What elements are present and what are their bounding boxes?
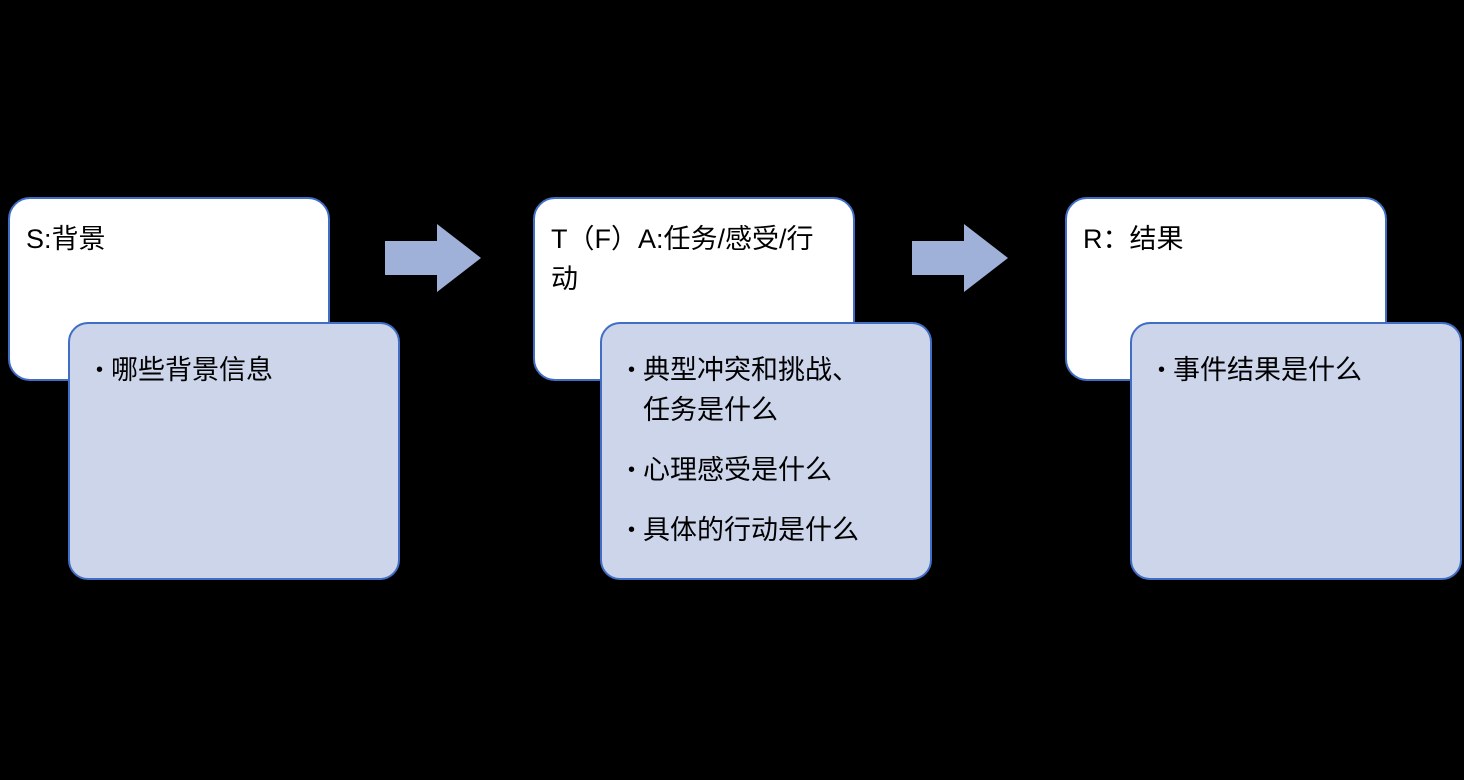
list-item: • 心理感受是什么 [628,450,882,490]
bullet-icon: • [96,359,104,381]
stage-title-result: R：结果 [1083,224,1184,254]
list-item: • 哪些背景信息 [96,350,350,390]
stage-title-situation: S:背景 [26,224,106,254]
bullet-text: 事件结果是什么 [1173,355,1363,385]
bullet-text: 心理感受是什么 [643,455,833,485]
detail-panel-result: • 事件结果是什么 [1130,322,1462,580]
list-item: • 具体的行动是什么 [628,510,882,550]
bullet-icon: • [628,459,636,481]
list-item: • 典型冲突和挑战、任务是什么 [628,350,882,430]
bullet-text: 具体的行动是什么 [643,515,860,545]
stage-title-task-feeling-action: T（F）A:任务/感受/行动 [551,224,814,294]
bullet-text: 典型冲突和挑战、任务是什么 [643,355,860,425]
bullet-icon: • [628,359,636,381]
arrow-right-icon [385,224,481,292]
detail-panel-task-feeling-action: • 典型冲突和挑战、任务是什么 • 心理感受是什么 • 具体的行动是什么 [600,322,932,580]
bullet-text: 哪些背景信息 [111,355,274,385]
list-item: • 事件结果是什么 [1158,350,1412,390]
detail-panel-situation: • 哪些背景信息 [68,322,400,580]
arrow-right-icon [912,224,1008,292]
bullet-icon: • [1158,359,1166,381]
bullet-icon: • [628,519,636,541]
